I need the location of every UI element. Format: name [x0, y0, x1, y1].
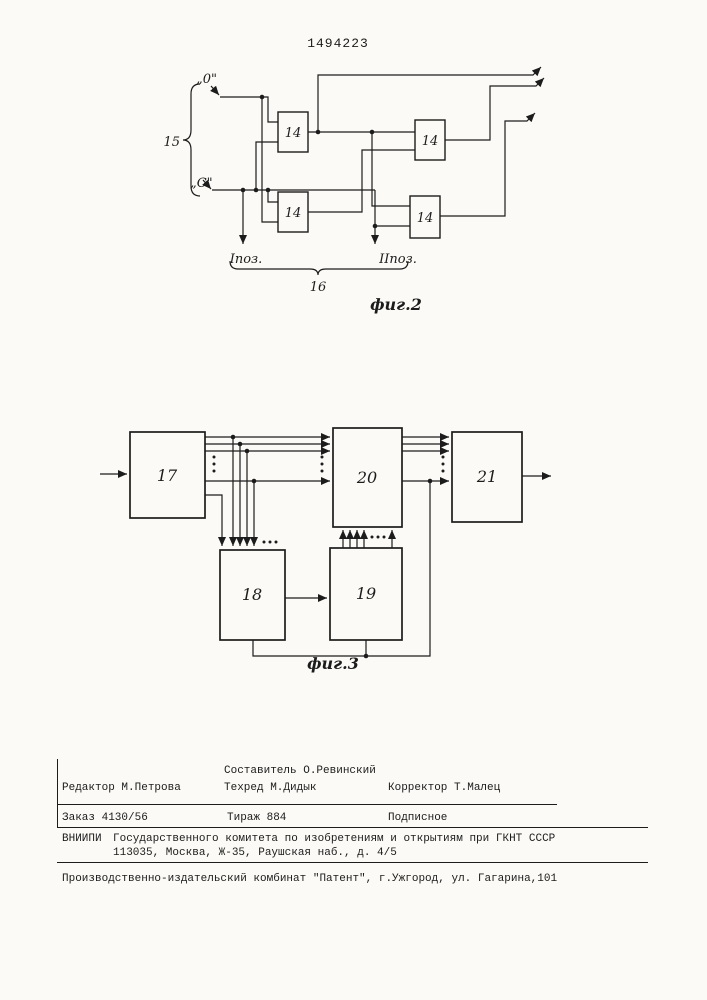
fig2-cell-b-label: 14 — [285, 206, 302, 221]
fig3-block-19 — [329, 547, 403, 641]
fig3-block-18-label: 18 — [242, 585, 262, 604]
imprint-corrector: Корректор Т.Малец — [388, 782, 501, 794]
fig3-block-18 — [219, 549, 286, 641]
fig2-input-zero-label: „0" — [196, 72, 217, 87]
imprint-committee-line1: Государственного комитета по изобретения… — [113, 833, 556, 845]
fig3-block-20-label: 20 — [356, 468, 377, 487]
imprint-order: Заказ 4130/56 — [62, 812, 148, 824]
fig2-input-c-label: „C" — [190, 176, 213, 191]
fig3-block-21 — [451, 431, 523, 523]
fig2-cell-a-label: 14 — [285, 126, 302, 141]
fig3-junction-dots — [212, 434, 445, 659]
figures-canvas: „0" „C" 15 14 14 14 14 Iпоз. IIпоз. 16 ф… — [100, 66, 551, 673]
fig2-caption: фиг.2 — [370, 295, 422, 314]
fig2-junction-dots — [240, 94, 378, 229]
imprint-print-run: Тираж 884 — [227, 812, 287, 824]
fig2-brace-15-label: 15 — [163, 135, 180, 150]
imprint-techred: Техред М.Дидык — [224, 782, 317, 794]
imprint-left-rule — [57, 759, 58, 827]
under-brace-16 — [229, 260, 409, 276]
fig3-block-21-label: 21 — [476, 467, 497, 486]
fig3-wires — [100, 433, 551, 657]
imprint-rule-1 — [57, 804, 557, 805]
fig2-cell-a — [277, 111, 309, 153]
fig2-cell-d-label: 14 — [417, 211, 434, 226]
fig3-block-19-label: 19 — [356, 584, 376, 603]
group-brace-15 — [182, 83, 201, 197]
imprint-compiler: Составитель О.Ревинский — [224, 765, 376, 777]
fig2-pos1-label: Iпоз. — [229, 252, 263, 267]
patent-number: 1494223 — [307, 36, 369, 51]
fig2-cell-b — [277, 191, 309, 233]
fig2-brace-16-label: 16 — [310, 280, 327, 295]
fig3-diagram: 17 20 21 18 19 фиг.3 — [100, 427, 551, 673]
fig2-pos2-label: IIпоз. — [378, 252, 417, 267]
fig3-block-20 — [332, 427, 403, 528]
fig3-block-17 — [129, 431, 206, 519]
fig2-cell-c — [414, 119, 446, 161]
imprint-committee-line2: 113035, Москва, Ж-35, Раушская наб., д. … — [113, 847, 397, 859]
fig2-cell-c-label: 14 — [422, 134, 439, 149]
imprint-block: Составитель О.Ревинский Редактор М.Петро… — [0, 755, 707, 915]
fig3-block-17-label: 17 — [157, 466, 178, 485]
imprint-vniipi: ВНИИПИ — [62, 833, 102, 845]
fig2-diagram: „0" „C" 15 14 14 14 14 Iпоз. IIпоз. 16 ф… — [163, 66, 545, 314]
imprint-rule-2 — [57, 827, 648, 828]
imprint-publisher: Производственно-издательский комбинат "П… — [62, 873, 558, 885]
fig3-caption: фиг.3 — [307, 654, 359, 673]
fig2-wires — [182, 66, 545, 276]
imprint-subscription: Подписное — [388, 812, 448, 824]
fig2-cell-d — [409, 195, 441, 239]
imprint-rule-3 — [57, 862, 648, 863]
imprint-editor: Редактор М.Петрова — [62, 782, 181, 794]
